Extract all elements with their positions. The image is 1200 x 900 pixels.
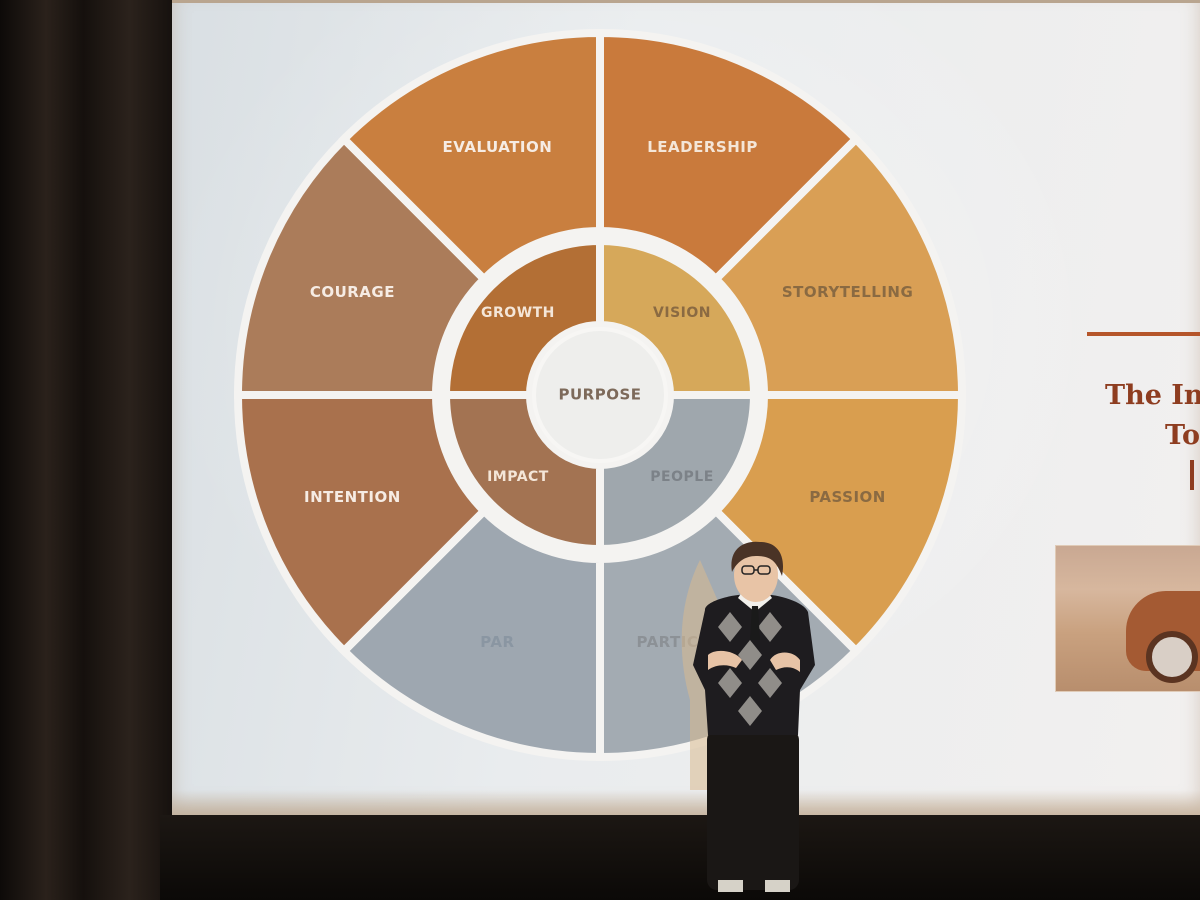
outer-label-courage: COURAGE (310, 283, 395, 301)
car-photo (1055, 545, 1200, 692)
inner-segment-vision (596, 236, 759, 399)
side-title-line3 (1190, 460, 1194, 490)
purpose-wheel-diagram: LEADERSHIPSTORYTELLINGPASSIONPARTICIPATI… (233, 28, 967, 762)
outer-label-intention: INTENTION (304, 488, 401, 506)
car-wheel (1146, 631, 1198, 683)
side-title-line1: The In (1105, 380, 1200, 411)
stage-floor (160, 815, 1200, 900)
slide-side-panel: The In To (1055, 320, 1200, 700)
speaker-legs (707, 730, 799, 890)
inner-segment-growth (441, 236, 604, 399)
outer-label-evaluation: EVALUATION (443, 138, 553, 156)
inner-segment-impact (441, 391, 604, 554)
outer-label-par: PAR (480, 633, 514, 651)
inner-label-growth: GROWTH (481, 305, 555, 321)
inner-ring-border (436, 231, 764, 559)
outer-label-passion: PASSION (809, 488, 886, 506)
inner-label-people: PEOPLE (650, 469, 713, 485)
inner-label-vision: VISION (653, 305, 711, 321)
outer-label-leadership: LEADERSHIP (647, 138, 758, 156)
stage-curtain (0, 0, 185, 900)
side-title-line2: To (1165, 420, 1200, 451)
center-label-purpose: PURPOSE (558, 386, 641, 404)
inner-segment-people (596, 391, 759, 554)
accent-rule (1087, 332, 1200, 336)
inner-label-impact: IMPACT (487, 469, 549, 485)
speaker-head (734, 548, 778, 602)
speaker-hair (731, 541, 784, 576)
outer-label-storytelling: STORYTELLING (782, 283, 913, 301)
center-circle (532, 327, 668, 463)
